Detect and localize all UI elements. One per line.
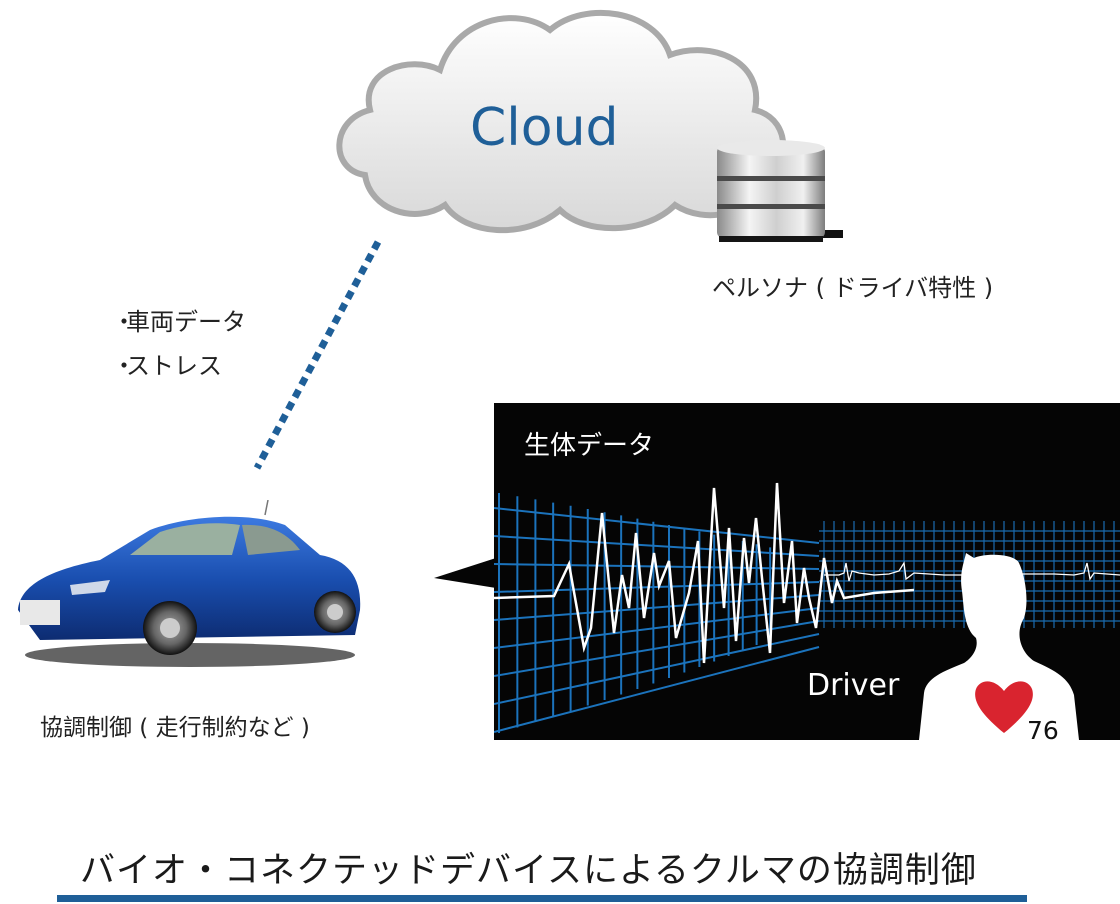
grid-line <box>494 646 820 733</box>
driver-silhouette <box>919 553 1079 740</box>
list-item: ・車両データ <box>112 300 246 344</box>
bullet-icon: ・ <box>112 308 136 336</box>
grid-line <box>494 633 820 705</box>
ekg-waveform-small <box>824 560 1120 582</box>
grid-line <box>494 507 820 544</box>
vehicle-data-list: ・車両データ ・ストレス <box>112 300 246 388</box>
car-image <box>18 500 361 667</box>
ekg-grid <box>494 482 1120 740</box>
persona-label: ペルソナ ( ドライバ特性 ) <box>712 274 994 302</box>
bullet-icon: ・ <box>112 352 136 380</box>
speech-pointer <box>434 558 496 588</box>
grid-line <box>494 581 820 593</box>
heart-icon <box>975 681 1033 733</box>
title-underline <box>57 895 1027 902</box>
heart-rate-value: 76 <box>1027 716 1059 745</box>
list-item: ・ストレス <box>112 344 246 388</box>
ekg-waveform <box>494 482 915 664</box>
driver-label: Driver <box>807 668 900 703</box>
page-title: バイオ・コネクテッドデバイスによるクルマの協調制御 <box>80 851 977 891</box>
car-caption: 協調制御 ( 走行制約など ) <box>40 715 310 741</box>
grid-line <box>494 535 820 557</box>
bio-data-panel <box>494 403 1120 740</box>
database-icon <box>717 140 843 242</box>
bio-data-title: 生体データ <box>524 431 655 461</box>
grid-line <box>494 620 820 677</box>
cloud-shape <box>336 9 787 233</box>
connection-line <box>253 240 382 470</box>
cloud-label: Cloud <box>470 98 619 158</box>
